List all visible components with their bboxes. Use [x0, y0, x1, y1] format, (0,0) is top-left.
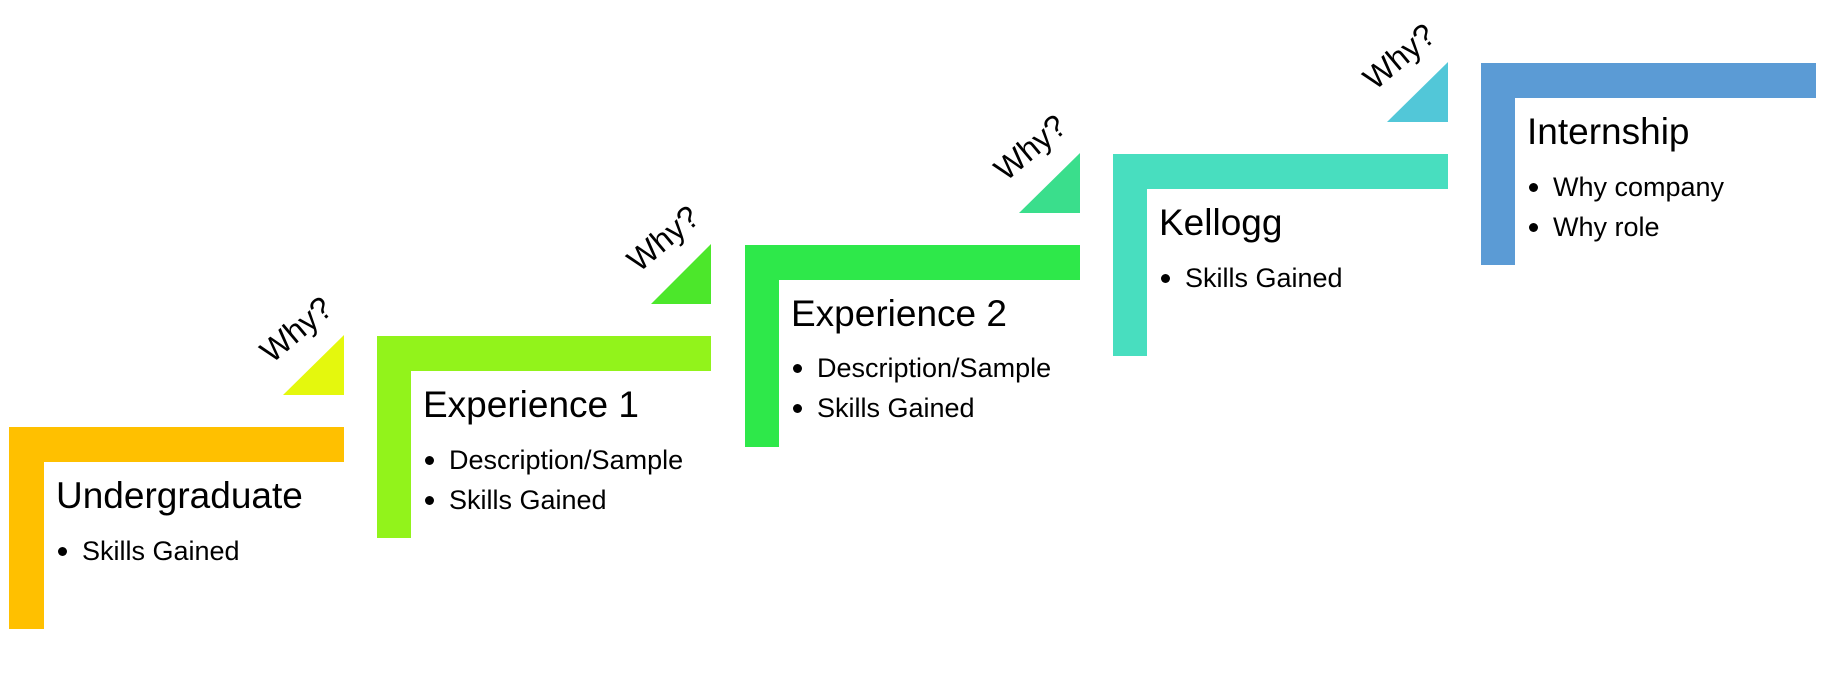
step-top-bar — [745, 245, 1080, 280]
bullet-item: Skills Gained — [423, 480, 683, 520]
step-title: Experience 1 — [423, 384, 639, 425]
bullet-item: Skills Gained — [1159, 258, 1343, 298]
bullet-item: Skills Gained — [791, 388, 1051, 428]
bullet-item: Why role — [1527, 207, 1724, 247]
bullet-item: Description/Sample — [423, 440, 683, 480]
step-side-bar — [1113, 154, 1147, 356]
step-title: Experience 2 — [791, 293, 1007, 334]
step-title: Kellogg — [1159, 202, 1283, 243]
step-side-bar — [377, 336, 411, 538]
step-top-bar — [377, 336, 711, 371]
step-side-bar — [9, 427, 44, 629]
bullet-item: Description/Sample — [791, 348, 1051, 388]
step-bullets: Skills Gained — [1159, 258, 1343, 298]
step-side-bar — [745, 245, 779, 447]
bullet-item: Why company — [1527, 167, 1724, 207]
bullet-item: Skills Gained — [56, 531, 240, 571]
step-title: Undergraduate — [56, 475, 303, 516]
step-bullets: Description/Sample Skills Gained — [791, 348, 1051, 428]
step-bullets: Description/Sample Skills Gained — [423, 440, 683, 520]
step-top-bar — [1481, 63, 1816, 98]
step-title: Internship — [1527, 111, 1690, 152]
step-side-bar — [1481, 63, 1515, 265]
step-bullets: Skills Gained — [56, 531, 240, 571]
step-top-bar — [1113, 154, 1448, 189]
step-bullets: Why company Why role — [1527, 167, 1724, 247]
step-top-bar — [9, 427, 344, 462]
